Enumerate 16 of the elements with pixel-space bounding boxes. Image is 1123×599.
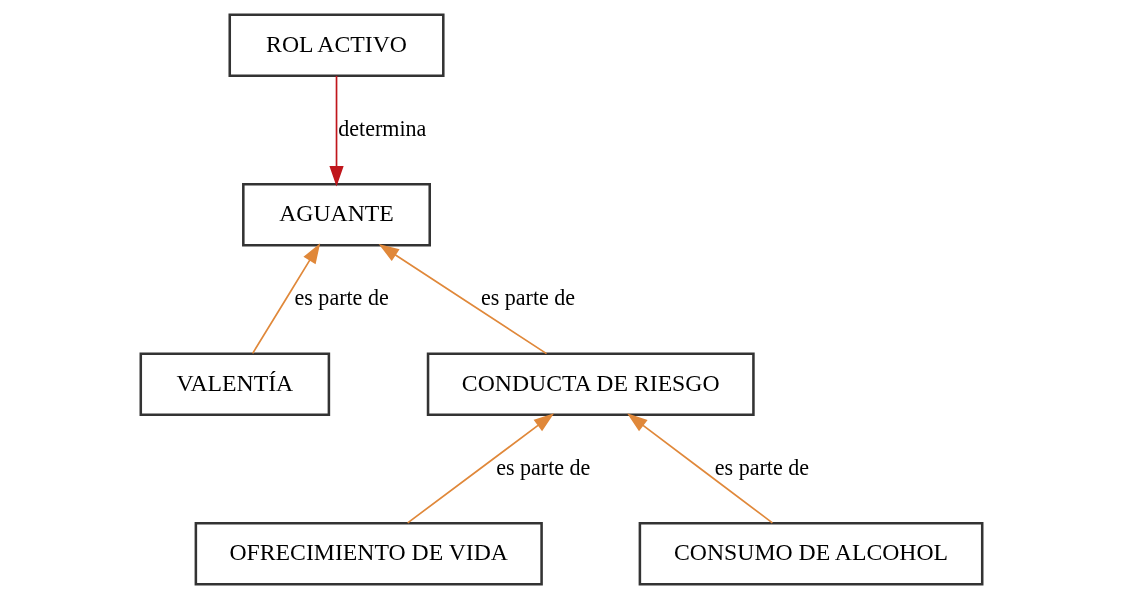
node-box: CONSUMO DE ALCOHOL (638, 521, 984, 586)
node-box: VALENTÍA (139, 352, 331, 416)
node-box: CONDUCTA DE RIESGO (426, 352, 755, 416)
edge-label: determina (338, 115, 427, 141)
arrow (378, 244, 548, 355)
node-box: ROL ACTIVO (228, 13, 445, 78)
arrow (329, 75, 344, 187)
arrow (406, 413, 555, 524)
edge-label: es parte de (480, 285, 576, 311)
edge-label: es parte de (714, 454, 809, 480)
node-box: OFRECIMIENTO DE VIDA (194, 521, 543, 586)
arrow (627, 413, 774, 524)
arrow (251, 243, 321, 355)
edge-label: es parte de (496, 454, 591, 480)
edge-label: es parte de (294, 285, 389, 311)
node-box: AGUANTE (242, 183, 431, 247)
